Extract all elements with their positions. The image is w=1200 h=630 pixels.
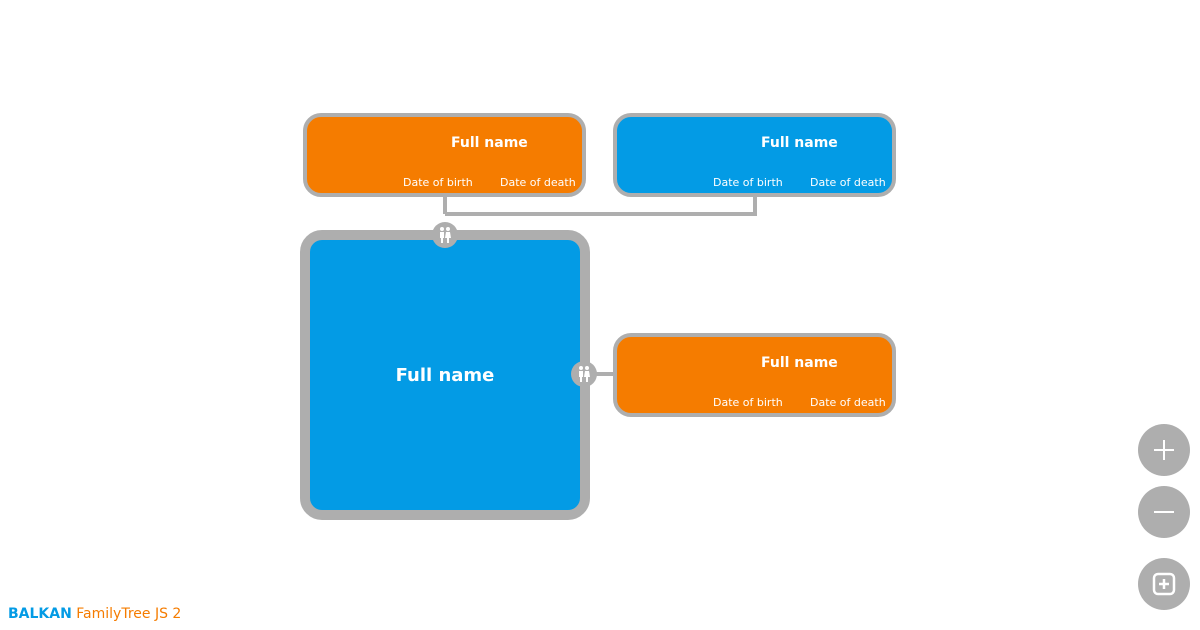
parents-couple-icon (432, 222, 458, 248)
person-date-of-birth: Date of birth (403, 176, 473, 189)
fit-to-screen-button[interactable] (1138, 558, 1190, 610)
brand-footer: BALKAN FamilyTree JS 2 (8, 606, 181, 622)
person-full-name: Full name (761, 355, 838, 371)
brand-name: BALKAN (8, 606, 72, 622)
person-date-of-death: Date of death (810, 176, 886, 189)
person-date-of-birth: Date of birth (713, 176, 783, 189)
person-date-of-birth: Date of birth (713, 396, 783, 409)
person-date-of-death: Date of death (500, 176, 576, 189)
zoom-out-button[interactable] (1138, 486, 1190, 538)
partners-couple-icon (571, 361, 597, 387)
person-full-name: Full name (451, 135, 528, 151)
parents-link (443, 196, 757, 216)
person-node-main[interactable]: Full name (300, 230, 590, 520)
plus-icon (1154, 440, 1174, 460)
person-node-mother[interactable]: Full name Date of birth Date of death (303, 113, 586, 197)
person-node-father[interactable]: Full name Date of birth Date of death (613, 113, 896, 197)
person-full-name: Full name (761, 135, 838, 151)
zoom-in-button[interactable] (1138, 424, 1190, 476)
person-date-of-death: Date of death (810, 396, 886, 409)
fit-icon (1152, 572, 1176, 596)
person-full-name: Full name (395, 365, 495, 386)
person-node-partner[interactable]: Full name Date of birth Date of death (613, 333, 896, 417)
brand-product: FamilyTree JS 2 (76, 606, 182, 622)
minus-icon (1154, 511, 1174, 513)
